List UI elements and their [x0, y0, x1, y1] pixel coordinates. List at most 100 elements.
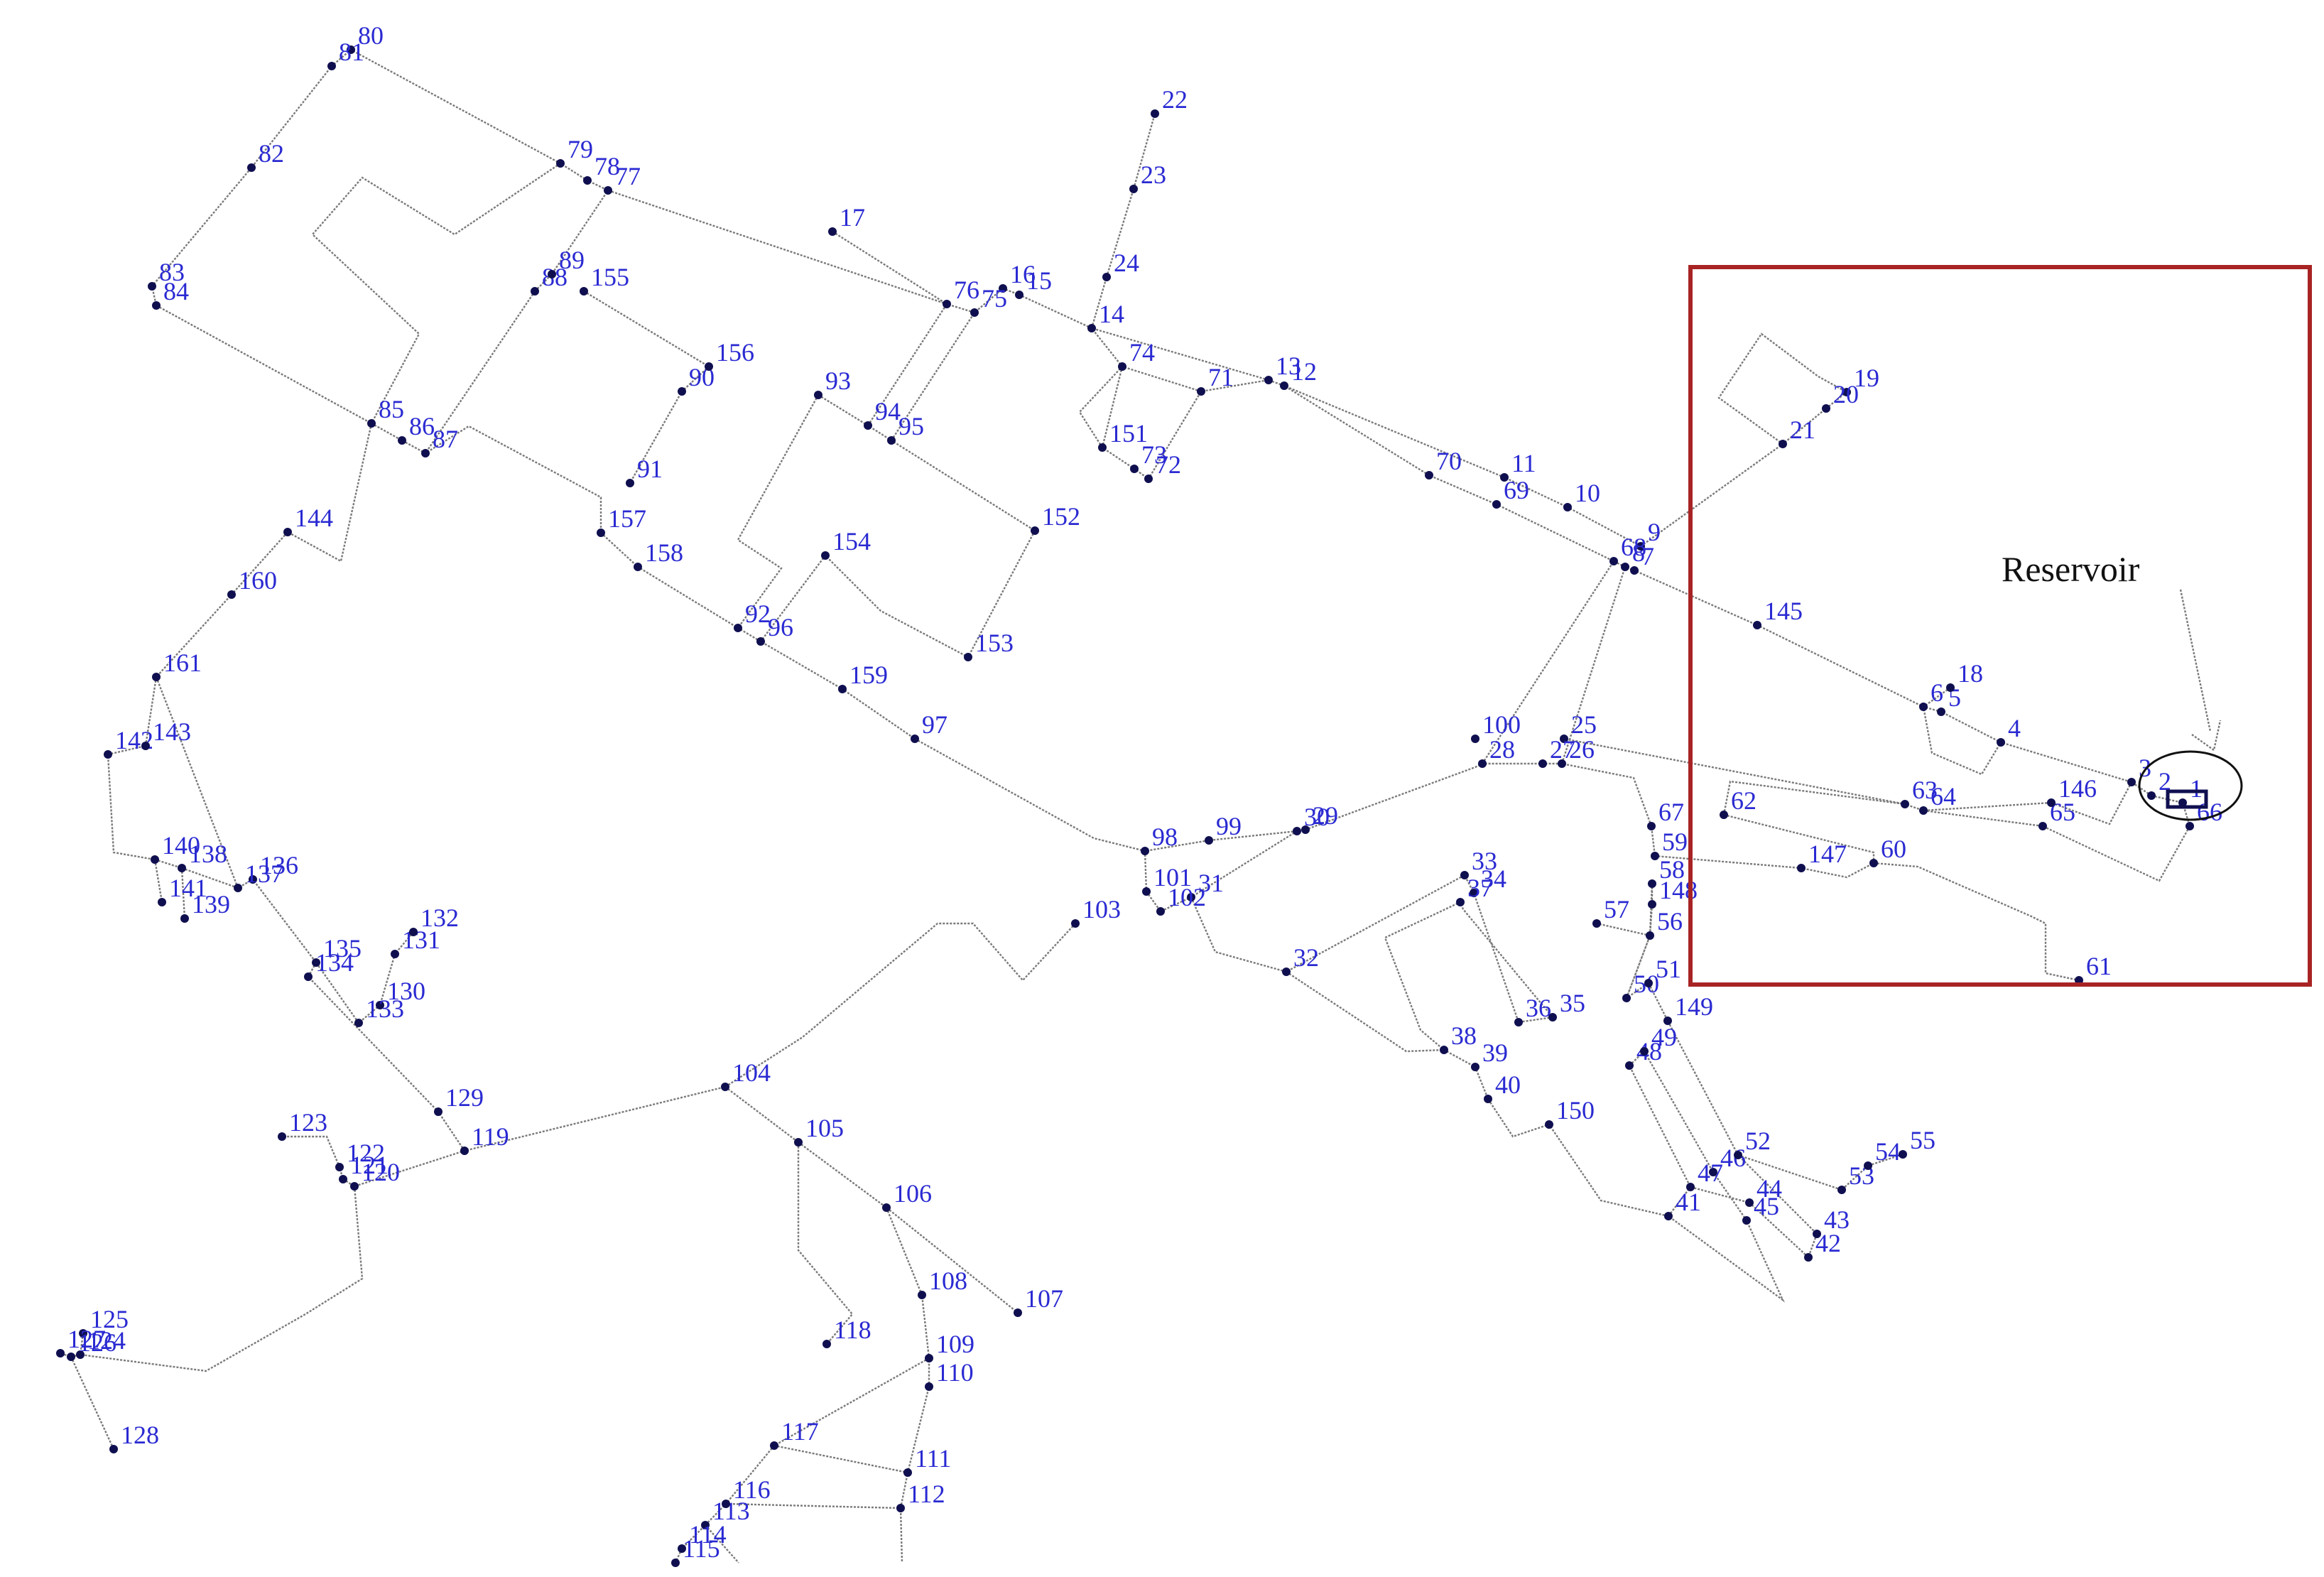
node-label-4: 4 [2008, 714, 2021, 742]
node-120: 120 [350, 1158, 400, 1191]
node-marker-63 [1901, 800, 1909, 808]
node-label-22: 22 [1162, 85, 1188, 114]
node-label-155: 155 [591, 263, 629, 291]
node-label-86: 86 [409, 412, 435, 440]
node-marker-128 [109, 1445, 118, 1453]
node-12: 12 [1280, 357, 1317, 390]
node-label-102: 102 [1168, 883, 1206, 911]
node-133: 133 [354, 995, 404, 1027]
node-marker-157 [597, 529, 605, 537]
node-label-82: 82 [259, 139, 284, 168]
node-label-146: 146 [2058, 774, 2097, 803]
pipe-center-north [737, 113, 1202, 659]
node-label-133: 133 [366, 995, 404, 1023]
node-label-23: 23 [1141, 161, 1166, 189]
node-label-91: 91 [637, 455, 663, 483]
node-39: 39 [1471, 1039, 1508, 1071]
node-marker-135 [312, 958, 320, 967]
node-marker-138 [178, 864, 186, 872]
node-marker-20 [1822, 404, 1830, 413]
node-119: 119 [460, 1122, 509, 1155]
node-marker-155 [580, 287, 588, 296]
node-marker-82 [247, 163, 256, 172]
node-label-84: 84 [163, 277, 189, 305]
node-91: 91 [626, 455, 663, 487]
node-label-119: 119 [472, 1122, 509, 1151]
reservoir-region-box [1688, 265, 2312, 987]
node-label-92: 92 [745, 600, 771, 628]
node-141: 141 [158, 874, 207, 906]
node-marker-42 [1804, 1253, 1813, 1262]
node-marker-52 [1734, 1151, 1742, 1159]
reservoir-arrow [2179, 589, 2212, 732]
pipe-south-east-loop [1561, 762, 2080, 982]
reservoir-highlight: Reservoir [1688, 265, 2312, 987]
node-54: 54 [1864, 1137, 1901, 1170]
node-34: 34 [1470, 865, 1506, 897]
node-marker-35 [1548, 1013, 1557, 1021]
node-marker-105 [794, 1138, 803, 1147]
node-label-106: 106 [894, 1179, 932, 1208]
node-marker-60 [1869, 859, 1878, 867]
node-label-12: 12 [1291, 357, 1317, 386]
node-label-45: 45 [1754, 1192, 1779, 1220]
node-label-76: 76 [954, 276, 979, 304]
node-label-7: 7 [1641, 542, 1654, 570]
node-126: 126 [67, 1328, 116, 1361]
node-label-1: 1 [2190, 774, 2203, 803]
node-label-59: 59 [1662, 828, 1688, 856]
node-104: 104 [721, 1058, 771, 1091]
node-99: 99 [1205, 812, 1242, 845]
node-marker-153 [964, 653, 972, 661]
node-83: 83 [148, 258, 185, 291]
node-marker-19 [1842, 388, 1851, 396]
node-marker-124 [76, 1350, 85, 1359]
node-marker-149 [1663, 1017, 1672, 1025]
node-marker-90 [678, 387, 686, 396]
node-marker-18 [1946, 683, 1955, 692]
node-label-15: 15 [1026, 266, 1052, 295]
node-68: 68 [1609, 533, 1646, 565]
node-84: 84 [152, 277, 189, 310]
node-marker-129 [434, 1107, 442, 1116]
node-121: 121 [339, 1151, 389, 1183]
node-160: 160 [227, 566, 277, 599]
node-label-124: 124 [87, 1326, 126, 1355]
node-label-113: 113 [712, 1497, 750, 1525]
node-marker-96 [756, 637, 765, 646]
node-marker-88 [531, 287, 539, 296]
node-103: 103 [1071, 895, 1121, 928]
node-29: 29 [1301, 801, 1338, 834]
node-marker-120 [350, 1182, 359, 1191]
node-100: 100 [1471, 710, 1521, 743]
node-label-81: 81 [339, 38, 364, 66]
node-85: 85 [367, 395, 404, 428]
node-label-21: 21 [1790, 416, 1815, 444]
node-marker-109 [925, 1354, 933, 1362]
node-label-52: 52 [1745, 1127, 1771, 1155]
node-24: 24 [1102, 249, 1139, 281]
node-label-78: 78 [594, 152, 620, 180]
node-14: 14 [1087, 300, 1124, 332]
node-15: 15 [1015, 266, 1052, 299]
node-marker-65 [2038, 822, 2047, 830]
node-marker-46 [1709, 1168, 1717, 1176]
node-marker-74 [1118, 362, 1126, 371]
node-131: 131 [391, 926, 440, 958]
node-38: 38 [1440, 1021, 1477, 1054]
node-marker-143 [141, 742, 150, 750]
node-109: 109 [925, 1330, 974, 1362]
node-label-64: 64 [1931, 782, 1956, 811]
node-150: 150 [1545, 1096, 1595, 1129]
node-marker-58 [1648, 879, 1656, 888]
reservoir-ellipse [2138, 750, 2243, 821]
node-marker-160 [227, 590, 236, 599]
node-125: 125 [79, 1305, 129, 1338]
node-112: 112 [896, 1480, 945, 1512]
node-33: 33 [1460, 847, 1497, 879]
node-label-38: 38 [1451, 1021, 1477, 1050]
node-label-6: 6 [1931, 678, 1943, 707]
node-label-36: 36 [1526, 994, 1551, 1022]
node-marker-144 [283, 528, 292, 536]
node-marker-66 [2185, 822, 2194, 830]
